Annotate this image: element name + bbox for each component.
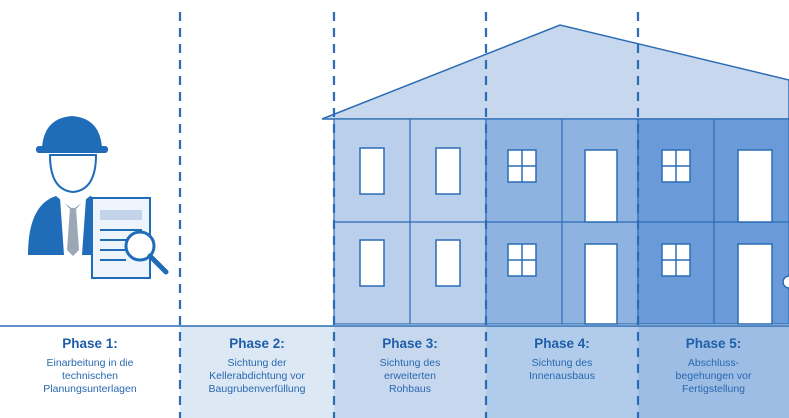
- phase-panel-bg-1: [0, 326, 180, 418]
- phase-5-desc-line-2: begehungen vor: [675, 370, 752, 382]
- phase-2-desc-line-1: Sichtung der: [227, 357, 287, 369]
- phase-2-desc-line-2: Kellerabdichtung vor: [209, 370, 305, 382]
- phase-4-desc-line-2: Innenausbaus: [529, 370, 595, 382]
- phase-panel-bg-5: [638, 326, 789, 418]
- phase-1-panel: Phase 1: Einarbeitung in die technischen…: [0, 326, 180, 414]
- window: [435, 239, 461, 287]
- phase-1-title: Phase 1:: [62, 336, 118, 351]
- window-with-mullions: [661, 149, 691, 183]
- window-with-mullions: [507, 243, 537, 277]
- phase-1-desc-line-2: technischen: [61, 370, 119, 382]
- phase-panel-bg-2: [180, 326, 334, 418]
- phase-panel-bg-4: [486, 326, 638, 418]
- phase-1-desc-line-1: Einarbeitung in die: [46, 357, 134, 369]
- door-knob: [782, 275, 789, 289]
- phase-4-desc-line-1: Sichtung des: [531, 357, 593, 369]
- phase-5-panel: Phase 5: Abschluss- begehungen vor Ferti…: [638, 326, 789, 414]
- door: [584, 243, 618, 325]
- window: [359, 147, 385, 195]
- phase-5-desc-line-3: Fertigstellung: [681, 383, 746, 395]
- phase-2-desc-line-3: Baugrubenverfüllung: [208, 383, 306, 395]
- phase-4-title: Phase 4:: [534, 336, 590, 351]
- phase-panel-bg-3: [334, 326, 486, 418]
- phase-4-panel: Phase 4: Sichtung des Innenausbaus: [486, 326, 638, 414]
- door: [737, 243, 773, 325]
- phase-1-desc-line-3: Planungsunterlagen: [43, 383, 137, 395]
- door: [737, 149, 773, 223]
- window: [359, 239, 385, 287]
- phase-3-desc-line-2: erweiterten: [384, 370, 436, 382]
- window-with-mullions: [661, 243, 691, 277]
- window: [435, 147, 461, 195]
- phase-separators: [178, 12, 640, 418]
- phase-2-panel: Phase 2: Sichtung der Kellerabdichtung v…: [180, 326, 334, 414]
- phase-3-title: Phase 3:: [382, 336, 438, 351]
- window-with-mullions: [507, 149, 537, 183]
- document-with-magnifier-icon: [91, 197, 169, 279]
- phase-5-title: Phase 5:: [685, 336, 742, 351]
- door: [584, 149, 618, 223]
- house-roof: [321, 24, 789, 120]
- phase-2-title: Phase 2:: [229, 336, 285, 351]
- phase-3-desc-line-3: Rohbaus: [388, 383, 432, 395]
- phase-5-desc-line-1: Abschluss-: [687, 357, 740, 369]
- phase-3-panel: Phase 3: Sichtung des erweiterten Rohbau…: [334, 326, 486, 414]
- phase-3-desc-line-1: Sichtung des: [379, 357, 441, 369]
